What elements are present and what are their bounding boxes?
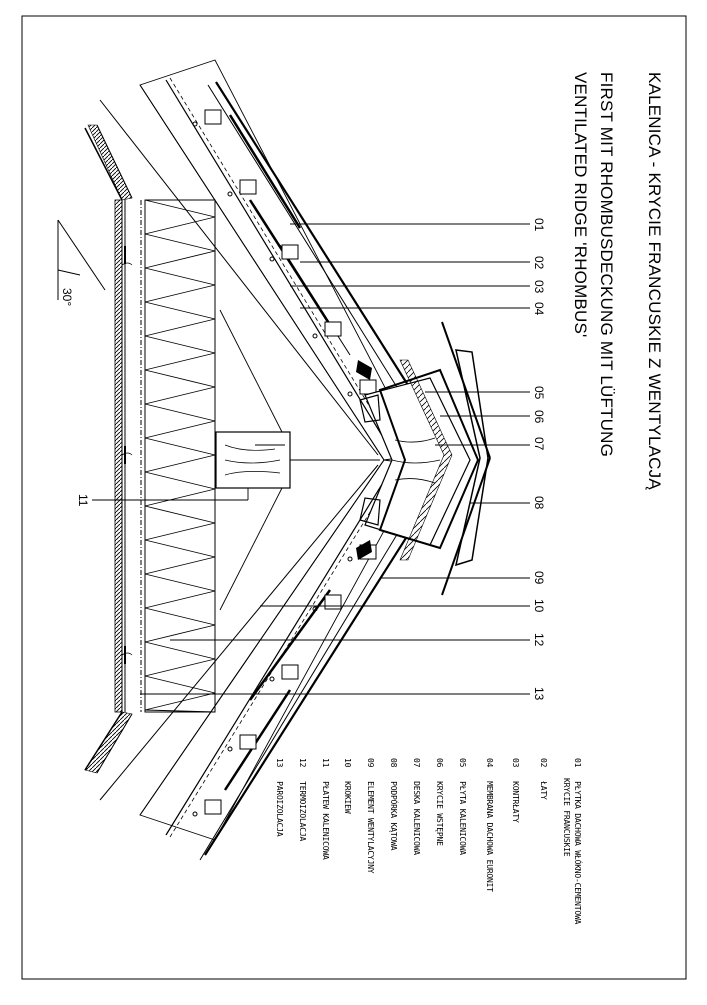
fastener-mark xyxy=(347,556,353,562)
callout-11: 11 xyxy=(76,494,90,507)
angle-indicator xyxy=(57,219,106,300)
title-line-3: VENTILATED RIDGE 'RHOMBUS' xyxy=(571,72,590,338)
legend-item-08: 08 PODPÓRKA KĄTOWA xyxy=(389,758,398,851)
legend-item-07: 07 DESKA KALENICOWA xyxy=(412,758,421,855)
batten xyxy=(281,664,299,680)
fastener-mark xyxy=(269,676,275,682)
callout-13: 13 xyxy=(532,687,546,701)
ceiling-boards xyxy=(84,124,133,774)
callout-09: 09 xyxy=(532,571,546,585)
insulation-layer xyxy=(140,199,216,713)
callout-03: 03 xyxy=(532,280,546,294)
legend-item-10: 10 KROKIEW xyxy=(343,758,352,814)
callout-01: 01 xyxy=(532,218,546,232)
legend-item-05: 05 PŁYTA KALENICOWA xyxy=(458,758,467,855)
legend-item-12: 12 TERMOIZOLACJA xyxy=(298,758,307,842)
fastener-mark xyxy=(192,121,198,127)
fastener-mark xyxy=(312,333,318,339)
ridge-assembly xyxy=(356,321,491,596)
callout-04: 04 xyxy=(532,302,546,316)
callout-07: 07 xyxy=(532,437,546,451)
batten xyxy=(204,799,222,815)
fastener-mark xyxy=(227,746,233,752)
fastener-mark xyxy=(347,391,353,397)
legend-item-06: 06 KRYCIE WSTĘPNE xyxy=(435,758,444,846)
title-line-1: KALENICA - KRYCIE FRANCUSKIE Z WENTYLACJ… xyxy=(645,72,664,490)
callout-06: 06 xyxy=(532,410,546,424)
legend-item-09: 09 ELEMENT WENTYLACYJNY xyxy=(366,758,375,874)
sheet-frame xyxy=(21,15,687,980)
legend-item-01-line2: KRYCIE FRANCUSKIE xyxy=(562,778,571,857)
batten xyxy=(324,594,342,610)
legend-item-02: 02 ŁATY xyxy=(539,758,548,800)
batten xyxy=(204,109,222,125)
legend-item-04: 04 MEMBRANA DACHOWA EURONIT xyxy=(485,758,494,892)
fastener-mark xyxy=(192,811,198,817)
ridge-purlin xyxy=(215,431,380,489)
legend-item-01: 01 PŁYTKA DACHOWA WŁÓKNO-CEMENTOWA xyxy=(573,758,582,925)
callout-10: 10 xyxy=(532,599,546,613)
legend-item-11: 11 PŁATEW KALENICOWA xyxy=(321,758,330,860)
callout-05: 05 xyxy=(532,386,546,400)
batten xyxy=(239,734,257,750)
legend-item-13: 13 PAROIZOLACJA xyxy=(275,758,284,837)
fastener-mark xyxy=(227,191,233,197)
callout-08: 08 xyxy=(532,496,546,510)
fastener-mark xyxy=(269,256,275,262)
batten xyxy=(281,244,299,260)
batten xyxy=(359,379,377,395)
fastener-mark xyxy=(312,606,318,612)
callout-12: 12 xyxy=(532,633,546,647)
title-line-2: FIRST MIT RHOMBUSDECKUNG MIT LÜFTUNG xyxy=(597,72,616,457)
batten xyxy=(239,179,257,195)
angle-label: 30° xyxy=(60,288,74,307)
batten xyxy=(324,321,342,337)
legend-item-03: 03 KONTRŁATY xyxy=(511,758,520,823)
leader-lines xyxy=(92,223,530,695)
callout-02: 02 xyxy=(532,256,546,270)
